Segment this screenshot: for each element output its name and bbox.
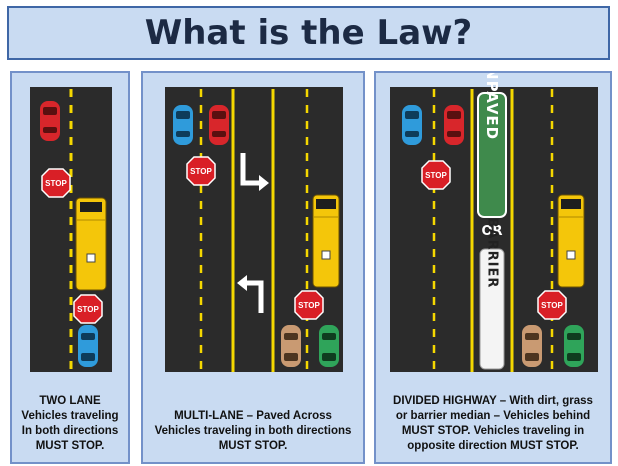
multi-lane-road-illustration: STOP STOP [165, 87, 343, 372]
school-bus [312, 194, 340, 288]
two-lane-caption: TWO LANE Vehicles traveling In both dire… [21, 395, 119, 452]
blue-car [78, 325, 98, 367]
two-lane-road-illustration: STOP STOP [30, 87, 112, 372]
green-car [564, 325, 584, 367]
stop-sign: STOP [186, 156, 216, 186]
divided-highway-caption: DIVIDED HIGHWAY – With dirt, grass or ba… [393, 395, 593, 452]
stop-sign: STOP [537, 290, 567, 320]
blue-car [173, 105, 193, 145]
page-title: What is the Law? [144, 13, 473, 53]
red-car [209, 105, 229, 145]
stop-sign: STOP [73, 294, 103, 324]
school-bus [75, 197, 107, 291]
unpaved-median [477, 92, 507, 218]
stop-sign-text: STOP [190, 167, 212, 176]
stop-sign: STOP [294, 290, 324, 320]
median-barrier-text: BARRIER [485, 218, 500, 289]
school-bus [557, 194, 585, 288]
stop-sign-text: STOP [541, 301, 563, 310]
stop-sign: STOP [421, 160, 451, 190]
turn-arrow-left [237, 275, 264, 313]
stop-sign: STOP [41, 168, 71, 198]
panel-divided-highway: UNPAVED OR BARRIER STOP [374, 71, 612, 464]
stop-sign-text: STOP [425, 171, 447, 180]
tan-car [522, 325, 542, 367]
panel-two-lane: STOP STOP TWO LANE Vehicles traveling In… [10, 71, 130, 464]
stop-sign-text: STOP [45, 179, 67, 188]
divided-highway-road-illustration: UNPAVED OR BARRIER STOP [390, 73, 598, 372]
multi-lane-caption: MULTI-LANE – Paved Across Vehicles trave… [154, 410, 352, 452]
median-unpaved-text: UNPAVED [483, 73, 501, 140]
stop-sign-text: STOP [298, 301, 320, 310]
tan-car [281, 325, 301, 367]
title-banner: What is the Law? [7, 6, 610, 60]
barrier-median [479, 248, 505, 370]
stop-sign-text: STOP [77, 305, 99, 314]
panel-multi-lane: STOP STOP MULTI-LANE – Paved Across Vehi… [141, 71, 365, 464]
turn-arrow-right [240, 153, 269, 191]
blue-car [402, 105, 422, 145]
red-car [40, 101, 60, 141]
green-car [319, 325, 339, 367]
median-or-text: OR [481, 224, 502, 239]
red-car [444, 105, 464, 145]
